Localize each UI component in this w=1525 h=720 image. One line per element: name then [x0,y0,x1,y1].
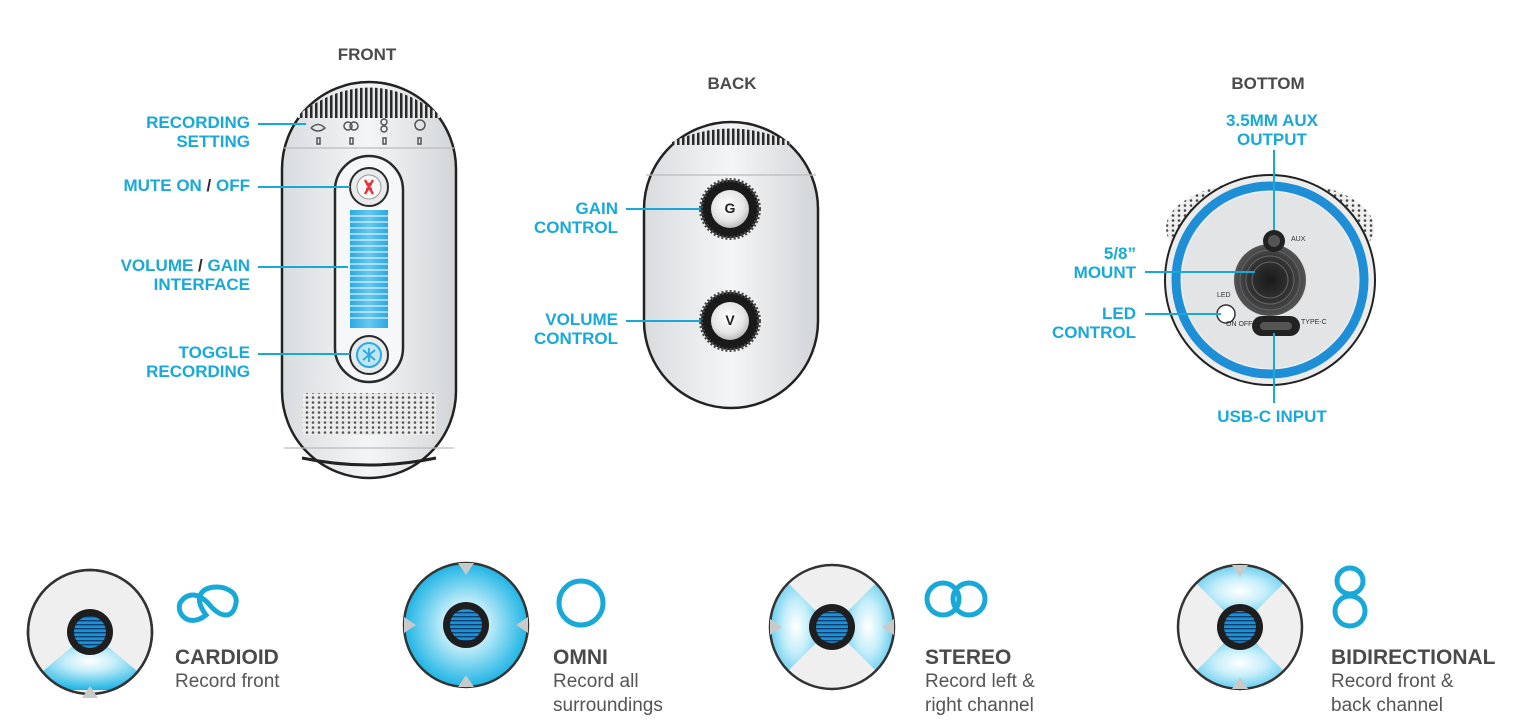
mode-desc-cardioid: Record front [175,671,280,692]
mode-name-omni: OMNI [553,646,608,669]
mode-name-bidirectional: BIDIRECTIONAL [1331,646,1496,669]
mount-label: 5/8”MOUNT [1073,244,1136,282]
bidirectional-pattern-icon [1176,563,1304,691]
port-typec-text: TYPE-C [1301,319,1327,326]
mode-desc-stereo: Record left &right channel [925,671,1035,716]
mute-label: MUTE ON / OFF [123,176,250,195]
mode-desc-bidirectional: Record front &back channel [1331,671,1454,716]
gain-knob-letter: G [724,200,736,216]
front-title: FRONT [337,45,397,64]
cardioid-pattern-icon [26,568,154,698]
back-title: BACK [707,74,757,93]
usb-leader [1273,333,1275,403]
mode-name-stereo: STEREO [925,646,1012,669]
volume-gain-leader [258,266,348,268]
front-mic-illustration [280,80,458,480]
mode-name-cardioid: CARDIOID [175,646,279,669]
mount-leader [1145,271,1255,273]
port-onoff-text: ON OFF [1226,321,1253,328]
led-leader [1145,313,1221,315]
volume-knob-letter: V [725,312,735,328]
stereo-pattern-icon [768,563,896,691]
volume-gain-label: VOLUME / GAIN INTERFACE [120,256,250,294]
aux-leader [1273,150,1275,230]
cardioid-icon [176,584,239,623]
usb-c-label: USB-C INPUT [1217,407,1327,426]
mute-leader [258,186,350,188]
bidirectional-icon [1332,565,1368,629]
bottom-title: BOTTOM [1231,74,1305,93]
bottom-mic-illustration [1164,174,1376,386]
omni-icon [556,578,606,628]
toggle-leader [258,353,350,355]
port-aux-text: AUX [1291,236,1306,243]
omni-pattern-icon [402,561,530,689]
port-led-text: LED [1217,292,1231,299]
stereo-icon [924,580,988,618]
gain-leader [626,208,701,210]
back-mic-illustration [642,120,820,410]
recording-setting-leader [258,123,306,125]
volume-leader [626,320,701,322]
